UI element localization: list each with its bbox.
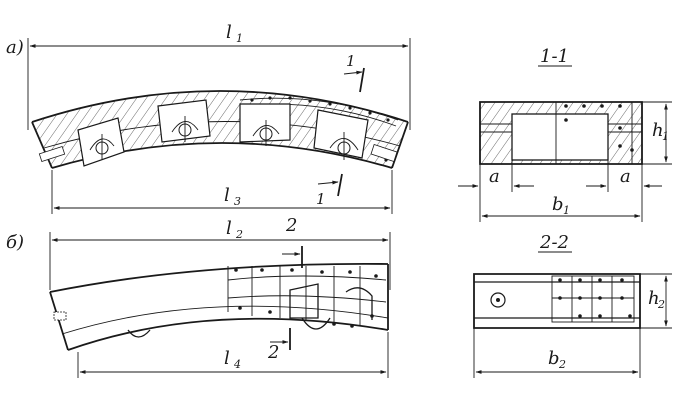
section-2-2-title: 2-2 [539, 232, 569, 253]
section-mark-1-bottom: 1 [316, 173, 343, 208]
dim-l4-sub: 4 [233, 358, 241, 371]
section-mark-2-top-label: 2 [285, 215, 297, 236]
dim-b2-sub: 2 [558, 358, 566, 371]
dim-h2-letter: h [648, 288, 660, 309]
view-a: а) l 1 [6, 22, 411, 214]
dim-l3-letter: l [224, 185, 230, 206]
rebar-dots-s11 [564, 104, 634, 152]
dim-h1-sub: 1 [662, 130, 669, 143]
section-mark-1-top: 1 [343, 52, 365, 93]
section-mark-2-top: 2 [282, 215, 303, 268]
dim-l4-letter: l [224, 348, 230, 369]
dimension-l3: l 3 [51, 170, 393, 214]
cutout-3 [239, 103, 291, 146]
dimension-l2: l 2 [49, 218, 391, 290]
dim-a-left: a [489, 166, 500, 187]
rebar-dots-s22 [558, 278, 632, 318]
dimension-b2: b 2 [473, 328, 641, 378]
view-b: б) l 2 [6, 215, 391, 378]
dimension-b1: b 1 [481, 194, 641, 218]
section-2-2: 2-2 h 2 [473, 232, 672, 378]
dim-h2-sub: 2 [657, 298, 665, 311]
rebar-dots-b [234, 268, 378, 328]
section-mark-1-bottom-label: 1 [316, 190, 326, 208]
dim-l1-sub: 1 [236, 32, 243, 45]
dim-l2-sub: 2 [235, 228, 243, 241]
curved-beam-b [49, 262, 389, 351]
dim-l3-sub: 3 [234, 195, 241, 208]
dimension-l4: l 4 [77, 332, 389, 378]
dim-b1-sub: 1 [563, 204, 570, 217]
section-mark-1-top-label: 1 [346, 52, 356, 70]
dim-l2-letter: l [226, 218, 232, 239]
section-1-1: 1-1 h 1 [458, 46, 672, 222]
section-mark-2-bottom-label: 2 [267, 342, 279, 363]
dim-b1-letter: b [552, 194, 564, 215]
cutout-1 [77, 117, 125, 167]
dimension-h1: h 1 [642, 101, 672, 165]
section-mark-2-bottom: 2 [267, 328, 291, 363]
dim-h1-letter: h [652, 120, 664, 141]
cutout-2 [157, 99, 211, 143]
dim-a-right: a [620, 166, 631, 187]
dimension-l1: l 1 [27, 22, 411, 130]
dim-l1-letter: l [226, 22, 232, 43]
section-1-1-title: 1-1 [540, 46, 569, 67]
view-b-label: б) [6, 232, 24, 253]
dim-b2-letter: b [548, 348, 560, 369]
dimension-a: a a [458, 160, 662, 222]
dimension-h2: h 2 [640, 273, 672, 329]
view-a-label: а) [6, 37, 24, 58]
cutout-4 [313, 109, 369, 160]
arch-segment-a [31, 90, 409, 169]
